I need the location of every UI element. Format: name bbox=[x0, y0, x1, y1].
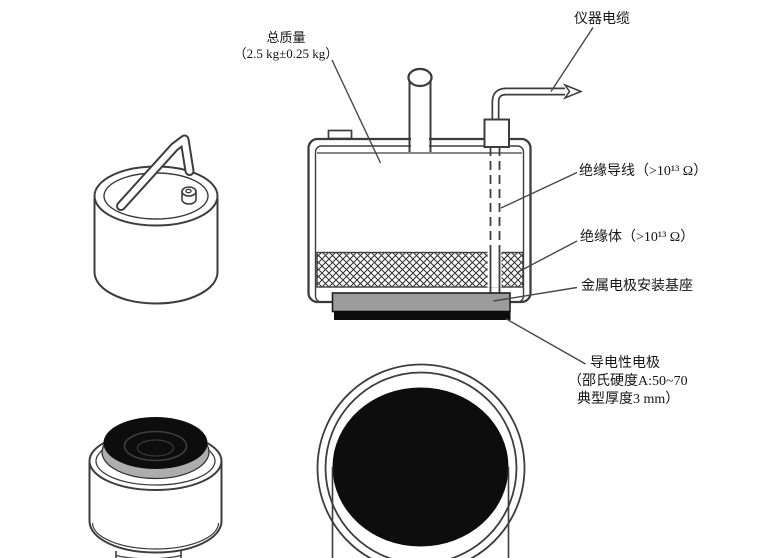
rim-inner-circle bbox=[324, 371, 518, 558]
label-conductive-electrode-line3: 典型厚度3 mm） bbox=[577, 392, 680, 407]
cylinder-silhouette-lines bbox=[331, 467, 510, 558]
handle-fill bbox=[118, 136, 193, 209]
cylinder-top-rim bbox=[93, 165, 219, 227]
cable-fill bbox=[493, 89, 565, 121]
electrode-face-view bbox=[316, 363, 526, 558]
perspective-bottom-view bbox=[88, 417, 223, 558]
label-conductive-electrode-line1: 导电性电极 bbox=[590, 356, 660, 371]
perspective-top-view bbox=[93, 134, 219, 305]
leader-insulator bbox=[517, 240, 578, 273]
electrode-strip bbox=[334, 311, 511, 320]
electrode-dome-ring bbox=[123, 430, 188, 462]
label-total-mass: 总质量 （2.5 kg±0.25 kg） bbox=[222, 30, 350, 62]
label-conductive-electrode-line2: （邵氏硬度A:50~70 bbox=[568, 374, 688, 389]
metal-base-plate bbox=[331, 292, 511, 313]
cylinder-bottom-rim bbox=[91, 522, 220, 550]
leader-conductive-electrode bbox=[505, 317, 586, 365]
cylinder-side bbox=[93, 198, 219, 305]
electrode-face bbox=[332, 387, 509, 547]
knob-top bbox=[181, 186, 197, 197]
leader-lines bbox=[331, 27, 594, 365]
label-total-mass-line1: 总质量 bbox=[266, 30, 306, 45]
foot-stub bbox=[115, 551, 182, 558]
leader-instrument-cable bbox=[550, 27, 594, 92]
top-tube-walls-front bbox=[408, 78, 432, 152]
electrode-dome-ring-inner bbox=[136, 439, 175, 457]
cross-section-view bbox=[307, 67, 583, 320]
label-conductive-electrode: 导电性电极 （邵氏硬度A:50~70 典型厚度3 mm） bbox=[568, 355, 688, 409]
label-insulated-wire: 绝缘导线（>10¹³ Ω） bbox=[579, 164, 708, 179]
leader-total-mass bbox=[331, 59, 382, 164]
insulated-wire-lower bbox=[489, 253, 501, 293]
cable-connector bbox=[483, 118, 510, 148]
label-total-mass-line2: （2.5 kg±0.25 kg） bbox=[233, 46, 339, 61]
lid-bump bbox=[327, 129, 353, 140]
top-tube-body bbox=[411, 78, 429, 152]
cable-outline bbox=[491, 87, 565, 121]
label-instrument-cable: 仪器电缆 bbox=[574, 12, 630, 27]
cable-arrow bbox=[562, 83, 583, 100]
leader-insulated-wire bbox=[500, 171, 578, 209]
insulated-wire-dashed bbox=[489, 147, 501, 253]
knob-pin bbox=[185, 188, 192, 194]
leader-metal-base bbox=[493, 286, 578, 302]
label-metal-electrode-base: 金属电极安装基座 bbox=[581, 279, 693, 294]
label-insulator: 绝缘体（>10¹³ Ω） bbox=[580, 230, 695, 245]
top-tube-cap-front bbox=[407, 67, 433, 88]
foot-stub-arc bbox=[115, 554, 182, 558]
electrode-dome bbox=[103, 417, 208, 469]
